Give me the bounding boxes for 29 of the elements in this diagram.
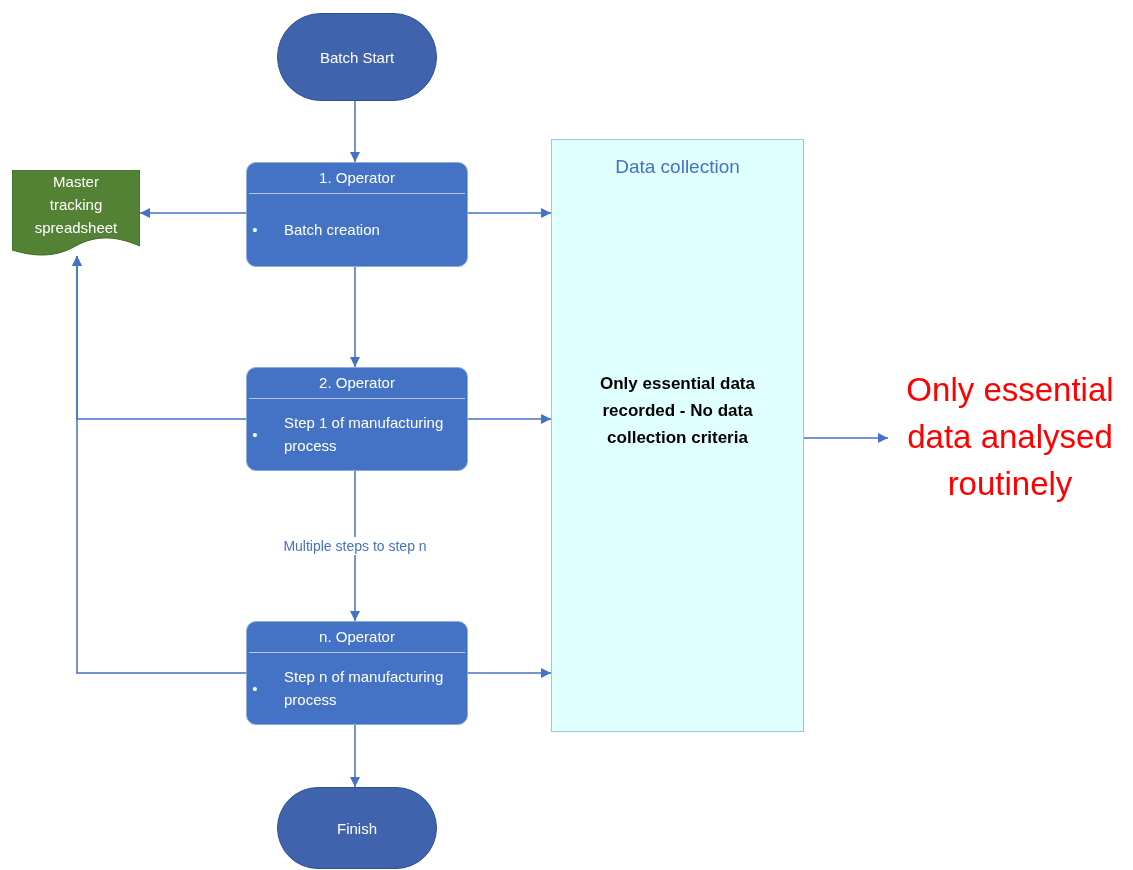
arrow xyxy=(350,266,360,368)
arrow xyxy=(350,724,360,788)
arrow xyxy=(350,470,360,622)
bullet: • xyxy=(251,220,259,240)
arrow xyxy=(350,100,360,163)
arrow xyxy=(467,414,552,424)
bullet-text: Step 1 of manufacturing process xyxy=(284,413,445,456)
bullet-text: Step n of manufacturing process xyxy=(284,667,445,710)
panel-text: Only essential data recorded - No data collection criteria xyxy=(600,373,755,449)
start-terminator: Batch Start xyxy=(277,13,437,101)
box-heading: n. Operator xyxy=(249,622,465,653)
arrow xyxy=(467,208,552,218)
arrow xyxy=(139,208,247,218)
bullet: • xyxy=(251,424,259,445)
end-terminator: Finish xyxy=(277,787,437,869)
box-heading: 2. Operator xyxy=(249,368,465,399)
arrow xyxy=(467,668,552,678)
outcome-text: Only essential data analysed routinely xyxy=(888,366,1132,507)
bullet: • xyxy=(251,678,259,699)
document-shape: Master tracking spreadsheet xyxy=(12,170,140,256)
box-heading: 1. Operator xyxy=(249,163,465,194)
arrow xyxy=(72,255,247,674)
process-box xyxy=(246,162,468,267)
data-collection-panel xyxy=(551,139,804,732)
process-box xyxy=(246,367,468,471)
process-box xyxy=(246,621,468,725)
panel-title: Data collection xyxy=(614,156,741,178)
arrow xyxy=(803,433,889,443)
bullet-text: Batch creation xyxy=(284,220,381,240)
